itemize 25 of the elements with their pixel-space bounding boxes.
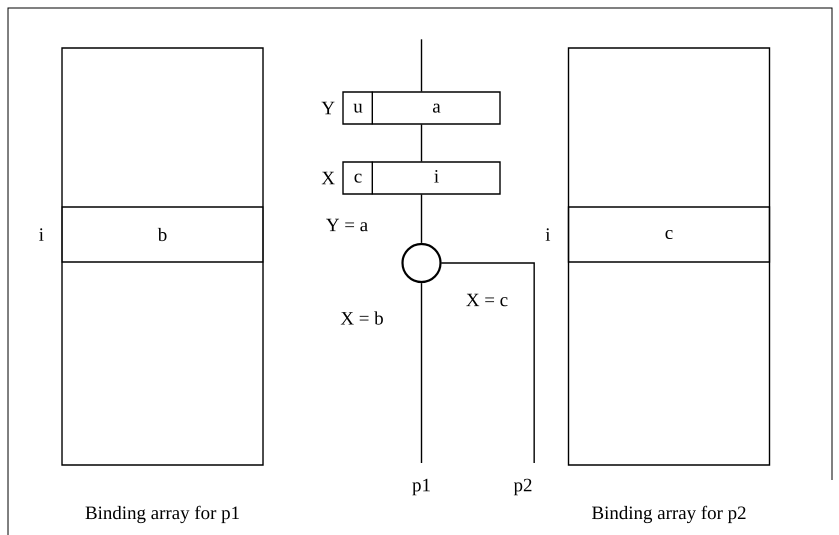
connector-line <box>420 283 422 464</box>
connector-line <box>420 194 422 243</box>
edge-label: X = b <box>340 311 383 325</box>
node-label: Binding array for p1 <box>86 506 239 524</box>
process-label: p2 <box>514 478 532 496</box>
row-label: Y <box>322 102 334 114</box>
node-label: c <box>354 174 362 183</box>
node-label: i <box>434 170 439 182</box>
node-label: a <box>432 104 440 113</box>
record-box: c i <box>342 161 501 195</box>
node-label: u <box>354 104 362 113</box>
connector-line <box>442 262 535 463</box>
row-label: i <box>39 228 44 241</box>
record-box: u a <box>342 91 501 125</box>
edge-label: X = c <box>466 294 508 306</box>
branch-circle <box>401 242 442 284</box>
array-row: b <box>61 206 264 263</box>
array-row: c <box>568 206 770 263</box>
row-label: X <box>322 172 335 184</box>
connector-line <box>420 39 422 92</box>
node-label: Binding array for p2 <box>592 506 746 524</box>
row-label: i <box>546 228 550 241</box>
process-label: p1 <box>412 478 430 496</box>
edge-label: Y = a <box>326 218 368 232</box>
connector-line <box>420 124 422 162</box>
